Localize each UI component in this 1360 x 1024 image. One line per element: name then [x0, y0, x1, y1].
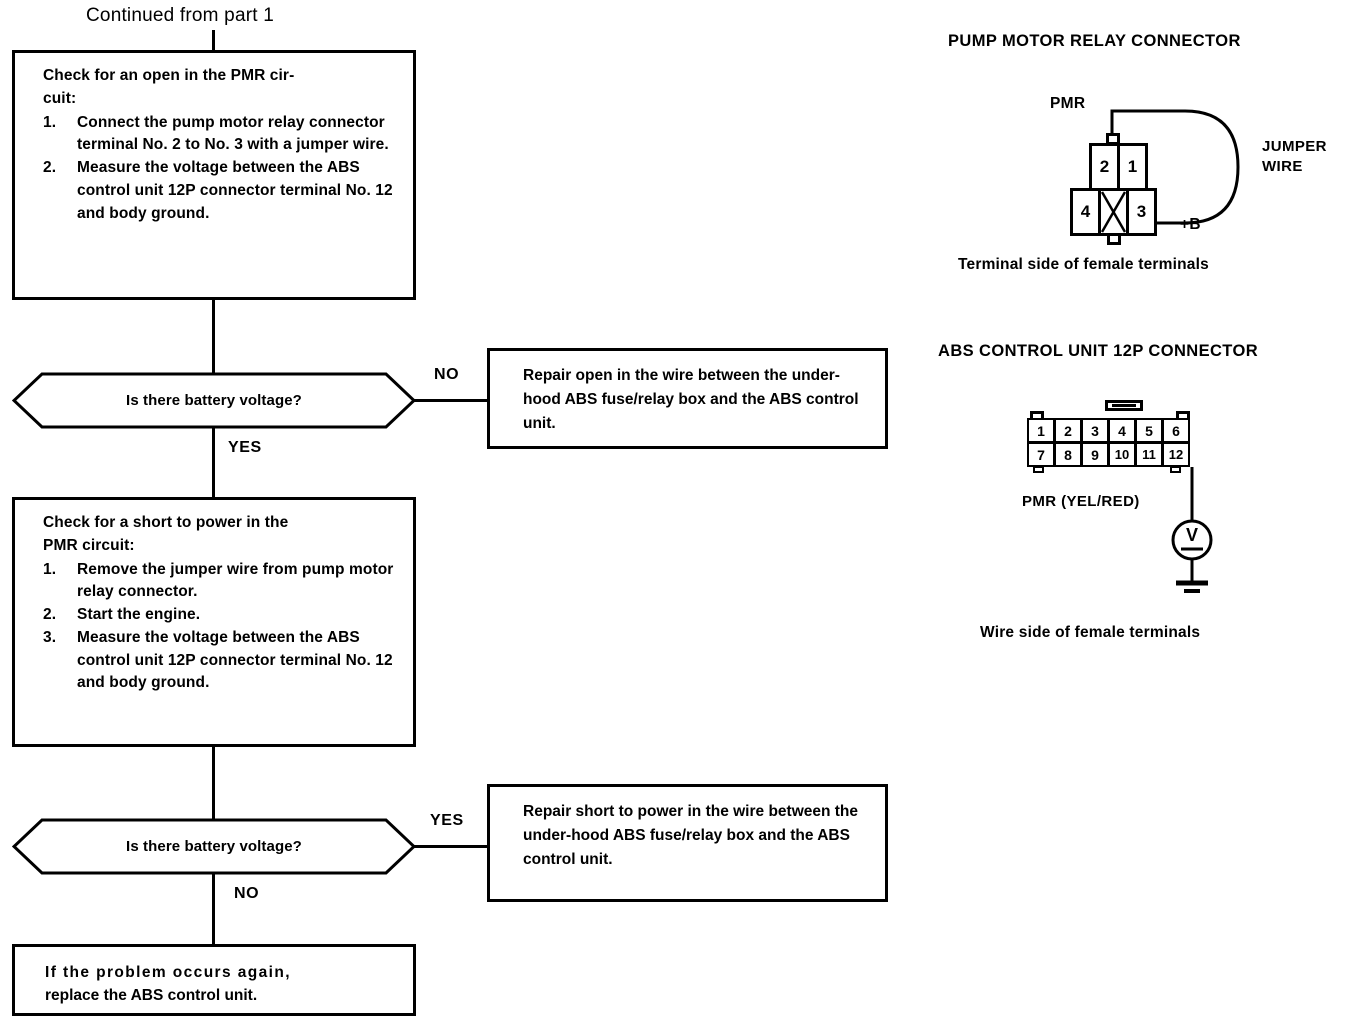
result-box-repair-short-text: Repair short to power in the wire betwee… [523, 803, 859, 869]
step-number: 3. [43, 628, 57, 646]
pump-motor-relay-connector-title: PUMP MOTOR RELAY CONNECTOR [948, 32, 1241, 50]
relay-terminal-2: 2 [1089, 143, 1120, 191]
abs-terminal-10: 10 [1108, 442, 1136, 467]
connector-line-box2-to-decision2 [212, 747, 215, 821]
terminal-box-replace-unit: If the problem occurs again, replace the… [12, 944, 416, 1016]
step-number: 1. [43, 113, 57, 131]
connector-line-decision2-no [212, 873, 215, 946]
connector-line-top-stub [212, 30, 215, 51]
abs-terminal-1: 1 [1027, 418, 1055, 443]
relay-terminal-3: 3 [1126, 188, 1157, 236]
connector-line-decision2-yes [414, 845, 489, 848]
check-short-heading-line1: Check for a short to power in the [43, 514, 289, 531]
abs-connector-bottom-right-tab [1170, 466, 1181, 473]
step-text: Connect the pump motor relay connector t… [77, 113, 389, 154]
list-item: 2. Start the engine. [43, 604, 399, 627]
check-short-heading-line2: PMR circuit: [43, 536, 135, 554]
terminal-box-text: If the problem occurs again, replace the… [15, 947, 413, 1020]
decision-hexagon-shape [12, 372, 416, 429]
check-open-heading-line2: cuit: [43, 89, 77, 107]
relay-terminal-4: 4 [1070, 188, 1101, 236]
result-box-repair-open: Repair open in the wire between the unde… [487, 348, 888, 449]
relay-bottom-tab [1107, 233, 1121, 245]
connector-line-decision1-no [414, 399, 489, 402]
relay-plus-b-label: +B [1180, 216, 1201, 233]
jumper-wire-label-line1: JUMPER [1262, 138, 1327, 155]
step-number: 2. [43, 159, 57, 177]
abs-pmr-wire-label: PMR (YEL/RED) [1022, 493, 1140, 510]
abs-terminal-9: 9 [1081, 442, 1109, 467]
result-box-repair-short: Repair short to power in the wire betwee… [487, 784, 888, 902]
process-box-check-open-content: Check for an open in the PMR cir- cuit: … [15, 53, 413, 235]
abs-terminal-8: 8 [1054, 442, 1082, 467]
abs-terminal-12: 12 [1162, 442, 1190, 467]
branch-label-yes-1: YES [228, 439, 262, 456]
step-number: 1. [43, 560, 57, 578]
abs-terminal-6: 6 [1162, 418, 1190, 443]
branch-label-no-1: NO [434, 366, 460, 383]
terminal-line-1: If the problem occurs again, [45, 964, 291, 981]
voltmeter-symbol-label: V [1185, 524, 1198, 545]
abs-terminal-5: 5 [1135, 418, 1163, 443]
result-box-repair-open-text: Repair open in the wire between the unde… [523, 367, 859, 433]
check-open-heading-line1: Check for an open in the PMR cir- [43, 67, 295, 84]
abs-control-unit-connector-title: ABS CONTROL UNIT 12P CONNECTOR [938, 342, 1259, 360]
jumper-wire-label-line2: WIRE [1262, 158, 1303, 176]
abs-terminal-2: 2 [1054, 418, 1082, 443]
abs-terminal-11: 11 [1135, 442, 1163, 467]
process-box-check-short: Check for a short to power in the PMR ci… [12, 497, 416, 747]
abs-connector-notch-mark [1112, 404, 1136, 407]
abs-connector-bottom-left-tab [1033, 466, 1044, 473]
check-open-step-list: 1. Connect the pump motor relay connecto… [43, 112, 399, 226]
abs-connector-caption: Wire side of female terminals [980, 624, 1201, 641]
decision-battery-voltage-1: Is there battery voltage? [12, 372, 416, 429]
connector-line-box1-to-decision1 [212, 300, 215, 376]
list-item: 2. Measure the voltage between the ABS c… [43, 157, 399, 225]
abs-terminal-4: 4 [1108, 418, 1136, 443]
step-text: Remove the jumper wire from pump motor r… [77, 560, 394, 601]
relay-pmr-label: PMR [1050, 95, 1086, 112]
continued-from-caption: Continued from part 1 [86, 5, 274, 26]
abs-terminal-7: 7 [1027, 442, 1055, 467]
branch-label-no-2: NO [234, 885, 260, 902]
decision-battery-voltage-2: Is there battery voltage? [12, 818, 416, 875]
step-text: Start the engine. [77, 606, 201, 624]
check-open-heading: Check for an open in the PMR cir- cuit: [43, 65, 399, 111]
list-item: 1. Connect the pump motor relay connecto… [43, 112, 399, 158]
process-box-check-open: Check for an open in the PMR cir- cuit: … [12, 50, 416, 300]
step-text: Measure the voltage between the ABS cont… [77, 159, 393, 222]
list-item: 1. Remove the jumper wire from pump moto… [43, 559, 399, 605]
step-number: 2. [43, 606, 57, 624]
abs-terminal-3: 3 [1081, 418, 1109, 443]
check-short-step-list: 1. Remove the jumper wire from pump moto… [43, 559, 399, 696]
process-box-check-short-content: Check for a short to power in the PMR ci… [15, 500, 413, 705]
relay-connector-caption: Terminal side of female terminals [958, 256, 1209, 273]
step-text: Measure the voltage between the ABS cont… [77, 628, 393, 692]
connector-line-decision1-yes [212, 427, 215, 499]
check-short-heading: Check for a short to power in the PMR ci… [43, 512, 399, 558]
terminal-line-2: replace the ABS control unit. [45, 987, 258, 1005]
decision-hexagon-shape [12, 818, 416, 875]
jumper-wire-label: JUMPER WIRE [1262, 137, 1327, 178]
x-cross-icon [1101, 191, 1126, 233]
relay-terminal-1: 1 [1117, 143, 1148, 191]
list-item: 3. Measure the voltage between the ABS c… [43, 627, 399, 695]
relay-terminal-blank [1098, 188, 1129, 236]
branch-label-yes-2: YES [430, 812, 464, 829]
